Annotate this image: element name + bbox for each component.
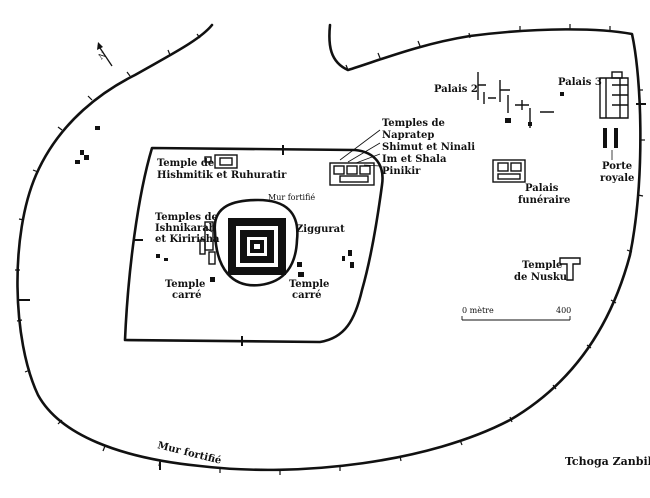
label-porte-royale-1: Porte xyxy=(602,161,632,172)
label-temple-hishmitik-2: Hishmitik et Ruhuratir xyxy=(157,170,287,181)
label-temples-ishnikarab-1: Temples de xyxy=(155,212,218,223)
inner-wall xyxy=(123,145,384,346)
small-ruins xyxy=(75,92,564,282)
temple-hishmitik-building xyxy=(204,154,238,169)
label-temples-napratep-1: Temples de xyxy=(382,118,445,129)
label-temples-ishnikarab-3: et Kiririsha xyxy=(155,234,220,245)
scale-end-label: 400 xyxy=(556,306,571,315)
label-im-shala: Im et Shala xyxy=(382,154,447,165)
label-temple-carre-left-2: carré xyxy=(172,290,201,301)
north-arrow-icon: N xyxy=(97,42,113,67)
north-label: N xyxy=(97,50,108,61)
label-temple-hishmitik-1: Temple de xyxy=(157,158,214,169)
palais-3-building xyxy=(599,71,629,119)
label-palais-3: Palais 3 xyxy=(558,77,602,88)
label-shimut-ninali: Shimut et Ninali xyxy=(382,142,475,153)
label-temple-carre-right-1: Temple xyxy=(289,279,329,290)
label-ziggurat: Ziggurat xyxy=(296,224,345,235)
temple-nusku-building xyxy=(559,257,581,281)
temples-ishnikarab-building xyxy=(199,221,216,265)
label-temples-napratep-2: Napratep xyxy=(382,130,434,141)
label-palais-2: Palais 2 xyxy=(434,84,478,95)
outer-wall xyxy=(15,23,646,475)
palais-funeraire-building xyxy=(492,159,526,183)
scale-bar: 0 mètre 400 xyxy=(461,306,571,321)
label-palais-funeraire-1: Palais xyxy=(525,183,559,194)
label-temple-carre-left-1: Temple xyxy=(165,279,205,290)
map-title: Tchoga Zanbil xyxy=(565,455,650,468)
label-porte-royale-2: royale xyxy=(600,173,634,184)
label-temple-nusku-2: de Nusku xyxy=(514,272,567,283)
ziggurat-enclosure xyxy=(213,198,299,287)
scale-start-label: 0 mètre xyxy=(462,306,494,315)
palais-2-building xyxy=(477,72,554,128)
leader-lines xyxy=(204,129,613,233)
temples-napratep-building xyxy=(329,162,375,186)
label-temples-ishnikarab-2: Ishnikarab xyxy=(155,223,216,234)
label-temple-carre-right-2: carré xyxy=(292,290,321,301)
label-pinikir: Pinikir xyxy=(382,166,421,177)
label-palais-funeraire-2: funéraire xyxy=(518,195,570,206)
porte-royale-building xyxy=(603,128,618,148)
label-mur-fortifie-inner: Mur fortifié xyxy=(268,193,315,202)
label-temple-nusku-1: Temple xyxy=(522,260,562,271)
ziggurat xyxy=(228,218,286,275)
